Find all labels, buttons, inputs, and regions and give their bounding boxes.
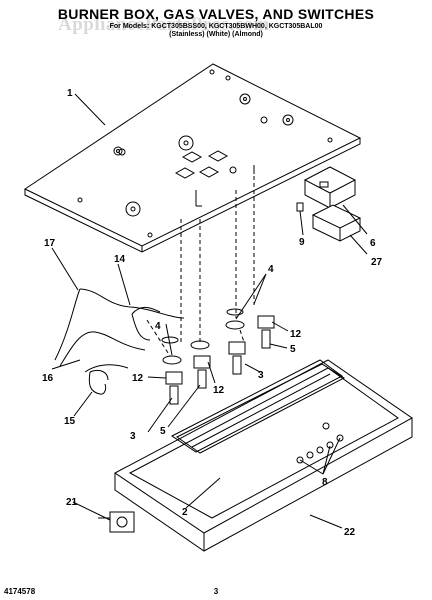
callout-22: 22 bbox=[344, 527, 356, 538]
callout-6: 6 bbox=[370, 238, 376, 249]
callout-27: 27 bbox=[371, 257, 383, 268]
gas-valve-group bbox=[161, 308, 275, 405]
callout-17: 17 bbox=[44, 238, 56, 249]
internal-frame bbox=[176, 363, 345, 454]
gas-tubes bbox=[54, 288, 185, 395]
callout-14: 14 bbox=[114, 254, 126, 265]
callout-16: 16 bbox=[42, 373, 54, 384]
callout-labels: 1 2 3 3 4 4 5 5 6 8 9 12 12 12 14 15 16 … bbox=[42, 88, 383, 538]
callout-8: 8 bbox=[322, 477, 328, 488]
callout-5a: 5 bbox=[290, 344, 296, 355]
model-line: For Models: KGCT305BSS00, KGCT305BWH00, … bbox=[109, 23, 323, 30]
page-number: 3 bbox=[213, 587, 219, 596]
callout-21: 21 bbox=[66, 497, 78, 508]
callout-5b: 5 bbox=[160, 426, 166, 437]
diagram-title: BURNER BOX, GAS VALVES, AND SWITCHES bbox=[57, 6, 375, 22]
callout-2: 2 bbox=[182, 507, 188, 518]
callout-4b: 4 bbox=[155, 321, 161, 332]
callout-12c: 12 bbox=[213, 385, 225, 396]
assembly-lines bbox=[146, 176, 255, 357]
callout-9: 9 bbox=[299, 237, 305, 248]
igniter-module bbox=[98, 511, 135, 533]
callout-1: 1 bbox=[67, 88, 73, 99]
switch-part-6 bbox=[303, 166, 357, 209]
leader-lines bbox=[51, 93, 368, 529]
callout-3a: 3 bbox=[258, 370, 264, 381]
switch-part-27 bbox=[311, 204, 362, 242]
burner-box bbox=[114, 359, 413, 552]
callout-12b: 12 bbox=[132, 373, 144, 384]
callout-15: 15 bbox=[64, 416, 76, 427]
callout-12a: 12 bbox=[290, 329, 302, 340]
callout-3b: 3 bbox=[130, 431, 136, 442]
callout-4a: 4 bbox=[268, 264, 274, 275]
color-line: (Stainless) (White) (Almond) bbox=[169, 31, 263, 38]
part-number: 4174578 bbox=[4, 587, 36, 596]
clip-part-9 bbox=[296, 202, 304, 212]
cooktop-panel bbox=[23, 63, 362, 253]
